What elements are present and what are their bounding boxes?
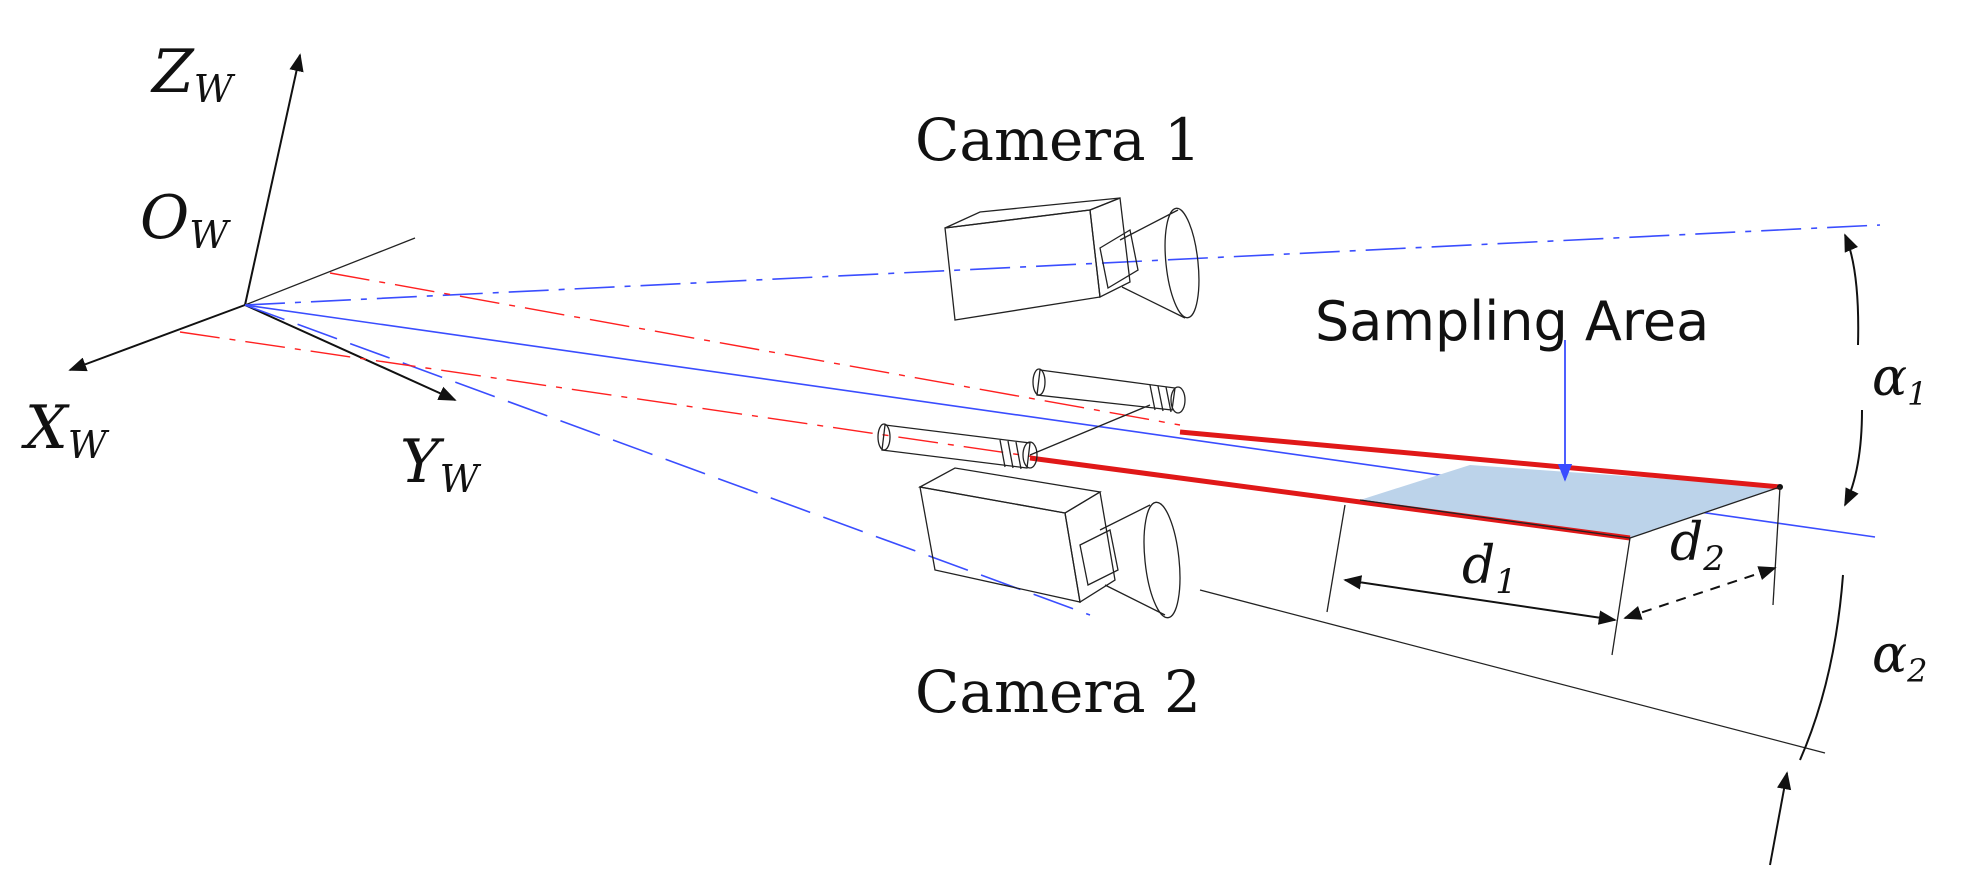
area-edge-front xyxy=(1629,486,1781,539)
d2-label: d2 xyxy=(1670,513,1725,579)
axis-x-arrow xyxy=(68,304,246,372)
axis-back-line xyxy=(244,237,416,306)
lower-boundary-line xyxy=(1199,589,1826,754)
d1-dimension-arrow xyxy=(1343,575,1617,625)
camera-1-label: Camera 1 xyxy=(915,106,1201,174)
d2-dimension-arrow xyxy=(1623,566,1777,620)
extension-line-1 xyxy=(1326,504,1346,613)
camera1-ray xyxy=(244,224,1881,306)
sampling-area-fill xyxy=(1360,465,1780,538)
axis-z-arrow xyxy=(244,53,304,306)
axis-x-label: XW xyxy=(21,393,110,467)
world-axes xyxy=(68,53,457,401)
emitter2-head xyxy=(1022,441,1038,469)
extension-line-2 xyxy=(1611,537,1631,656)
camera1-lens-rim xyxy=(1164,207,1200,319)
emitter1-head xyxy=(1170,386,1186,414)
dimension-frame xyxy=(1326,486,1781,656)
camera2-lens-mount xyxy=(1079,529,1119,586)
emitter1-rings xyxy=(1149,384,1172,413)
emitter1-cap xyxy=(1032,368,1046,396)
area-edge-left xyxy=(1359,499,1631,539)
alpha2-arc xyxy=(1799,574,1844,761)
camera2-lens-sides xyxy=(1099,504,1166,616)
emitter2-cap xyxy=(877,423,891,451)
axis-y-arrow xyxy=(244,304,457,401)
camera1-lens-mount xyxy=(1099,228,1139,290)
angle-arcs xyxy=(1769,233,1863,866)
camera2-body-side xyxy=(1064,490,1116,604)
axis-y-label: YW xyxy=(400,427,482,501)
laser-guide-lower xyxy=(179,331,1036,458)
camera2-lens-rim xyxy=(1143,501,1181,619)
laser-guides xyxy=(179,272,1181,458)
laser-emitter-1 xyxy=(1032,368,1186,414)
emitter-link-line xyxy=(1029,404,1151,456)
d1-label: d1 xyxy=(1462,536,1517,602)
camera2-ray xyxy=(244,304,1091,616)
emitter1-tube xyxy=(1036,369,1176,411)
sampling-area-label: Sampling Area xyxy=(1315,290,1709,353)
camera2-body-front xyxy=(919,486,1081,603)
camera1-body-side xyxy=(1089,197,1131,298)
camera1-body-front xyxy=(944,209,1101,321)
camera2-body-top xyxy=(918,467,1102,514)
origin-label: OW xyxy=(140,183,231,257)
camera1-body-top xyxy=(944,197,1121,229)
alpha2-label: α2 xyxy=(1872,625,1927,690)
camera1-lens-sides xyxy=(1119,209,1186,319)
laser-beams xyxy=(1029,429,1783,541)
laser-emitter-2 xyxy=(877,423,1038,470)
alpha1-label: α1 xyxy=(1872,348,1927,413)
camera-2-drawing xyxy=(918,467,1181,619)
emitter2-rings xyxy=(999,439,1022,470)
blue-rays xyxy=(244,224,1881,616)
sampling-area-shape xyxy=(1360,465,1780,538)
camera-1-drawing xyxy=(944,197,1200,321)
emitter2-tube xyxy=(881,424,1031,469)
alpha1-arc-bottom xyxy=(1844,409,1863,507)
laser-beam-2 xyxy=(1029,455,1631,541)
alpha2-arrow xyxy=(1769,771,1792,866)
camera-2-label: Camera 2 xyxy=(915,658,1201,726)
laser-guide-upper xyxy=(329,272,1181,426)
axis-z-label: ZW xyxy=(150,37,236,111)
laser-beam-1 xyxy=(1179,429,1781,490)
alpha1-arc-top xyxy=(1844,233,1860,346)
extension-line-3 xyxy=(1772,486,1781,606)
